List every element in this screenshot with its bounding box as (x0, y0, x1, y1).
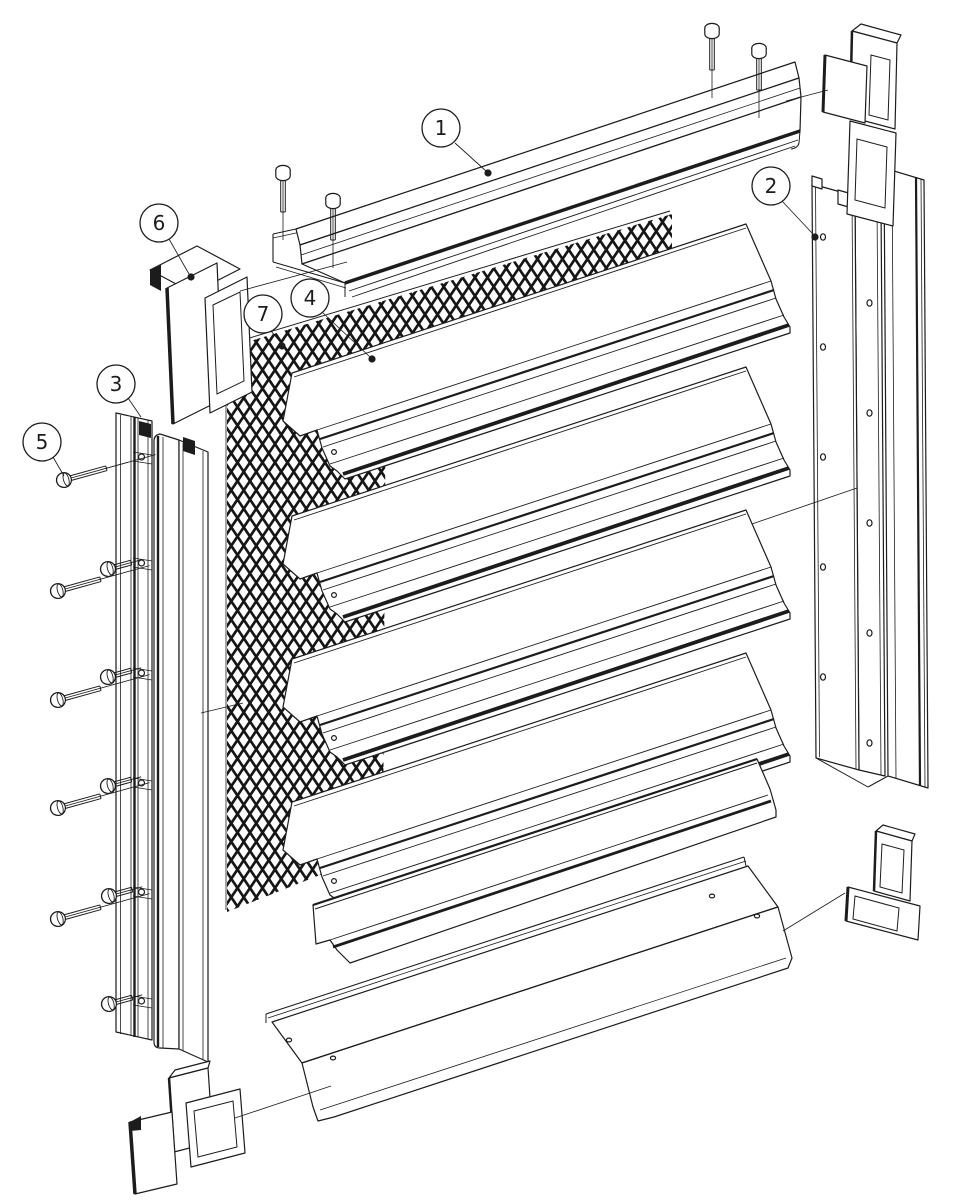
callout-2: 2 (751, 166, 819, 241)
callout-3: 3 (96, 364, 142, 418)
callout-6-number: 6 (153, 211, 166, 235)
assembly-connector-lines (200, 89, 858, 1119)
blade-bank-bottom-rail (312, 757, 777, 964)
callout-3-number: 3 (110, 372, 123, 396)
callout-5: 5 (22, 422, 65, 477)
left-jamb-channel (115, 412, 209, 1063)
callout-1-number: 1 (435, 116, 448, 140)
jamb-holes (819, 233, 873, 747)
callout-6: 6 (139, 203, 195, 281)
callout-4: 4 (290, 278, 376, 363)
callout-4-number: 4 (304, 286, 317, 310)
callouts: 1 2 3 4 5 6 7 (22, 108, 819, 477)
corner-bracket-top-right (821, 23, 902, 227)
louver-blade-bank (281, 222, 792, 964)
callout-7: 7 (243, 294, 286, 350)
callout-2-number: 2 (765, 174, 778, 198)
right-jamb-channel (811, 167, 929, 789)
jamb-clip (139, 421, 151, 438)
top-frame-channel (272, 22, 802, 298)
callout-1: 1 (421, 108, 492, 177)
corner-bracket-bottom-right (844, 824, 921, 941)
callout-7-number: 7 (257, 302, 270, 326)
corner-bracket-top-left (149, 245, 253, 425)
callout-5-number: 5 (36, 430, 49, 454)
bottom-sill-channel (265, 856, 793, 1122)
jamb-clip (183, 437, 195, 455)
corner-bracket-bottom-left (128, 1060, 246, 1195)
